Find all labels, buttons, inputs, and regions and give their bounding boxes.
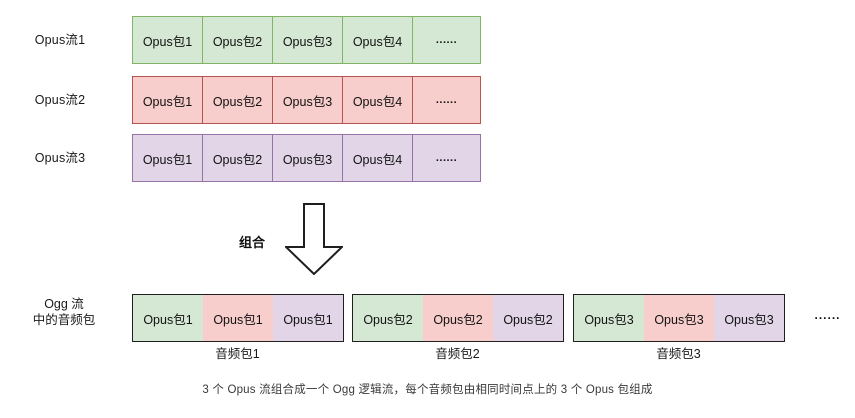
audio-packet-group-3: Opus包3 Opus包3 Opus包3 [573, 294, 785, 342]
opus-packet: Opus包4 [343, 135, 413, 181]
opus-stream-row-3: Opus包1 Opus包2 Opus包3 Opus包4 ...... [132, 134, 481, 182]
opus-packet: Opus包2 [203, 77, 273, 123]
ogg-stream-label-line2: 中的音频包 [32, 313, 96, 327]
down-arrow-icon [283, 203, 345, 276]
audio-packet-caption-1: 音频包1 [215, 347, 260, 361]
group-cell: Opus包1 [133, 295, 203, 341]
opus-packet: Opus包3 [273, 135, 343, 181]
opus-packet: Opus包3 [273, 17, 343, 63]
group-cell: Opus包2 [353, 295, 423, 341]
opus-packet-ellipsis: ...... [435, 94, 458, 106]
opus-packet: Opus包1 [133, 135, 203, 181]
stream-label-1: Opus流1 [34, 33, 86, 47]
group-cell: Opus包3 [574, 295, 644, 341]
opus-packet: Opus包2 [203, 17, 273, 63]
group-cell: Opus包3 [714, 295, 784, 341]
figure-caption: 3 个 Opus 流组合成一个 Ogg 逻辑流，每个音频包由相同时间点上的 3 … [202, 384, 653, 396]
combine-label: 组合 [238, 235, 265, 250]
opus-packet: Opus包3 [273, 77, 343, 123]
opus-stream-row-1: Opus包1 Opus包2 Opus包3 Opus包4 ...... [132, 16, 481, 64]
opus-packet-ellipsis: ...... [435, 152, 458, 164]
opus-packet: Opus包2 [203, 135, 273, 181]
ogg-stream-label: Ogg 流 中的音频包 [0, 296, 128, 328]
stream-label-2: Opus流2 [34, 93, 86, 107]
opus-stream-row-2: Opus包1 Opus包2 Opus包3 Opus包4 ...... [132, 76, 481, 124]
ogg-stream-ellipsis: ...... [814, 308, 841, 322]
opus-packet-ellipsis: ...... [435, 34, 458, 46]
group-cell: Opus包2 [423, 295, 493, 341]
group-cell: Opus包2 [493, 295, 563, 341]
opus-packet: Opus包4 [343, 17, 413, 63]
opus-packet: Opus包4 [343, 77, 413, 123]
audio-packet-caption-3: 音频包3 [656, 347, 701, 361]
opus-packet: Opus包1 [133, 77, 203, 123]
group-cell: Opus包1 [273, 295, 343, 341]
ogg-stream-label-line1: Ogg 流 [44, 297, 84, 311]
opus-packet: Opus包1 [133, 17, 203, 63]
audio-packet-group-2: Opus包2 Opus包2 Opus包2 [352, 294, 564, 342]
stream-label-3: Opus流3 [34, 151, 86, 165]
audio-packet-caption-2: 音频包2 [435, 347, 480, 361]
audio-packet-group-1: Opus包1 Opus包1 Opus包1 [132, 294, 344, 342]
group-cell: Opus包1 [203, 295, 273, 341]
group-cell: Opus包3 [644, 295, 714, 341]
